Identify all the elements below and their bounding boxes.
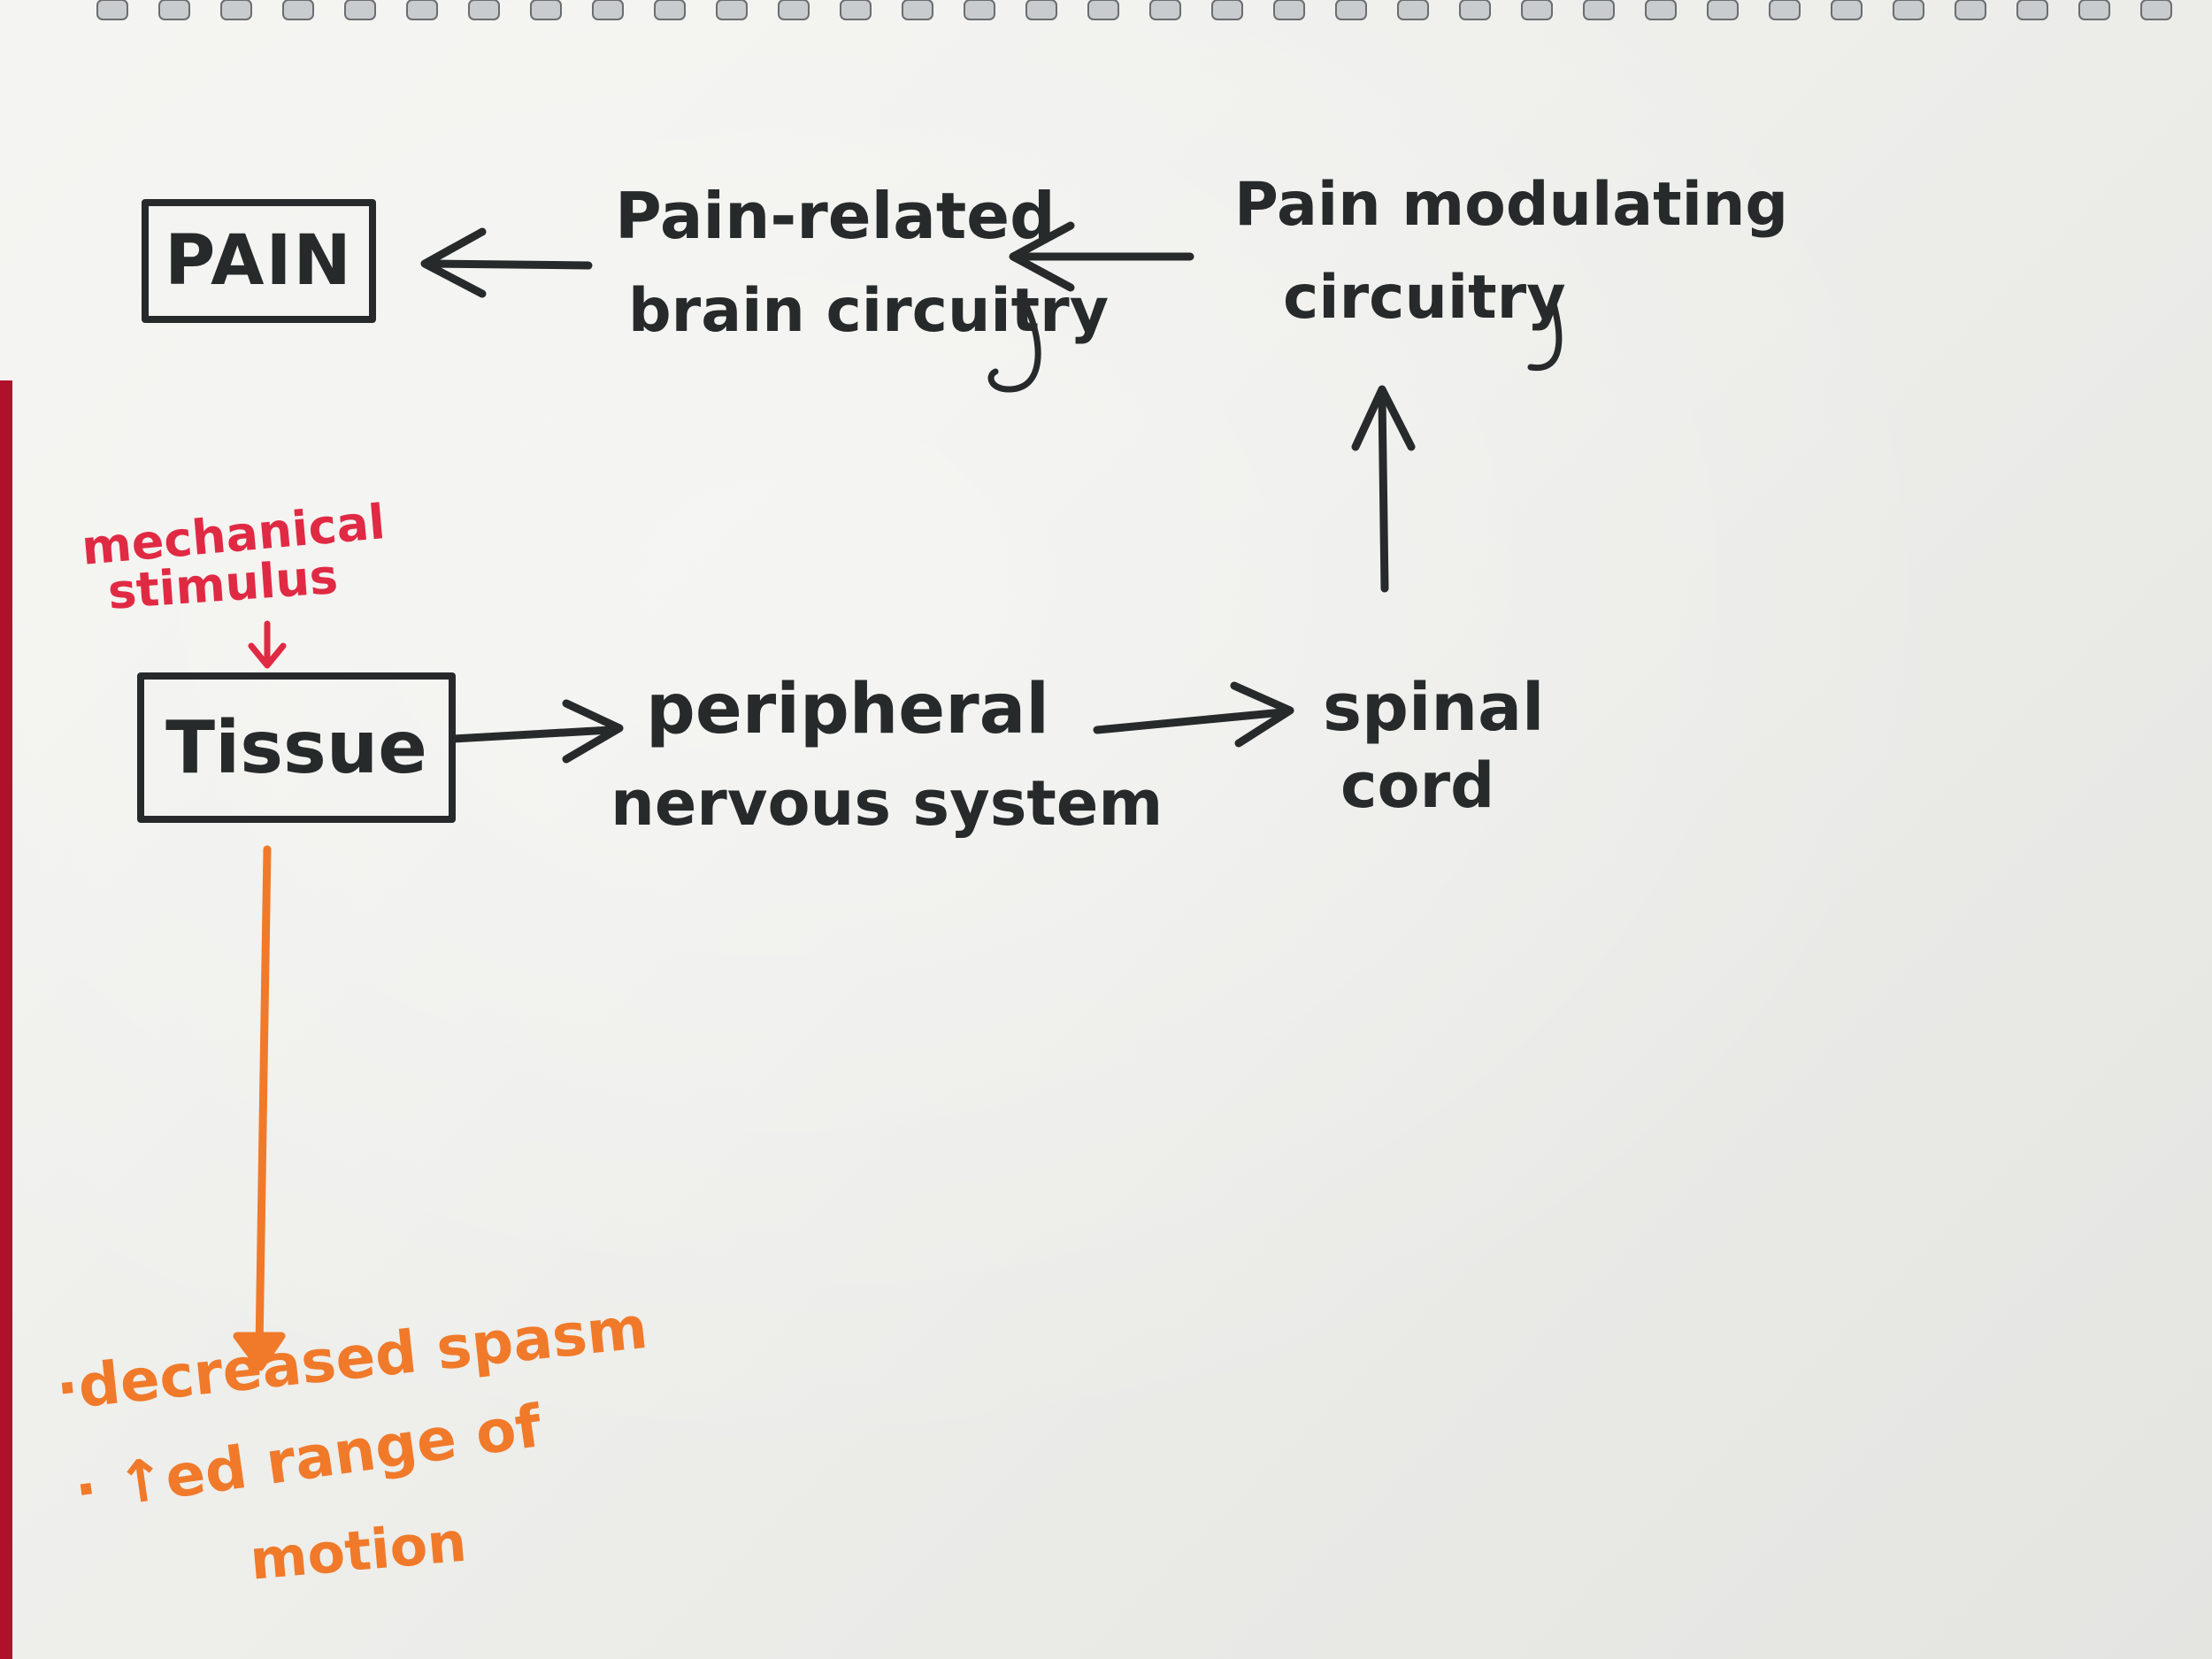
- node-pain-modulating-line2: circuitry: [1283, 263, 1566, 333]
- spiral-ring: [1459, 0, 1491, 20]
- node-pain-modulating-line1: Pain modulating: [1234, 170, 1789, 240]
- spiral-ring: [1645, 0, 1677, 20]
- spiral-ring: [2078, 0, 2110, 20]
- spiral-ring: [1211, 0, 1243, 20]
- spiral-ring: [592, 0, 624, 20]
- node-tissue: Tissue: [137, 672, 456, 823]
- spiral-ring: [406, 0, 438, 20]
- spiral-ring: [2140, 0, 2172, 20]
- arrow-stimulus-to-tissue: [248, 620, 287, 669]
- spiral-ring: [1893, 0, 1924, 20]
- spiral-ring: [96, 0, 128, 20]
- node-peripheral-line2: nervous system: [611, 767, 1164, 840]
- node-pain-related-line1: Pain-related: [615, 179, 1056, 253]
- arrow-tissue-to-outcomes: [233, 845, 286, 1371]
- spiral-ring: [1397, 0, 1429, 20]
- arrow-spinal-to-modulating: [1351, 385, 1416, 593]
- spiral-ring: [902, 0, 933, 20]
- spiral-ring: [344, 0, 376, 20]
- spiral-ring: [2016, 0, 2048, 20]
- spiral-ring: [1273, 0, 1305, 20]
- arrow-brain-to-pain: [420, 227, 593, 298]
- node-pain-related-line2: brain circuitry: [628, 276, 1110, 346]
- spiral-ring: [158, 0, 190, 20]
- spiral-ring: [1149, 0, 1181, 20]
- spiral-ring: [1025, 0, 1057, 20]
- descender-stroke: [987, 302, 1041, 393]
- red-backing-edge: [0, 380, 12, 1659]
- spiral-binding: [96, 0, 2172, 20]
- spiral-ring: [1769, 0, 1801, 20]
- node-spinal-line1: spinal: [1323, 670, 1545, 746]
- spiral-ring: [1955, 0, 1986, 20]
- node-tissue-label: Tissue: [165, 705, 427, 790]
- spiral-ring: [778, 0, 810, 20]
- spiral-ring: [1707, 0, 1739, 20]
- spiral-ring: [1521, 0, 1553, 20]
- node-pain: PAIN: [142, 199, 376, 323]
- descender-stroke-2: [1527, 297, 1563, 372]
- spiral-ring: [468, 0, 500, 20]
- spiral-ring: [840, 0, 872, 20]
- arrow-peripheral-to-spinal: [1093, 681, 1294, 748]
- spiral-ring: [964, 0, 995, 20]
- spiral-ring: [654, 0, 686, 20]
- spiral-ring: [716, 0, 748, 20]
- node-peripheral-line1: peripheral: [646, 670, 1050, 749]
- spiral-ring: [1831, 0, 1863, 20]
- arrow-modulating-to-brain: [1009, 221, 1194, 292]
- arrow-tissue-to-peripheral: [449, 699, 624, 764]
- spiral-ring: [220, 0, 252, 20]
- node-pain-label: PAIN: [165, 221, 353, 301]
- spiral-ring: [1087, 0, 1119, 20]
- spiral-ring: [530, 0, 562, 20]
- spiral-ring: [1583, 0, 1615, 20]
- node-spinal-line2: cord: [1340, 749, 1495, 822]
- spiral-ring: [1335, 0, 1367, 20]
- spiral-ring: [282, 0, 314, 20]
